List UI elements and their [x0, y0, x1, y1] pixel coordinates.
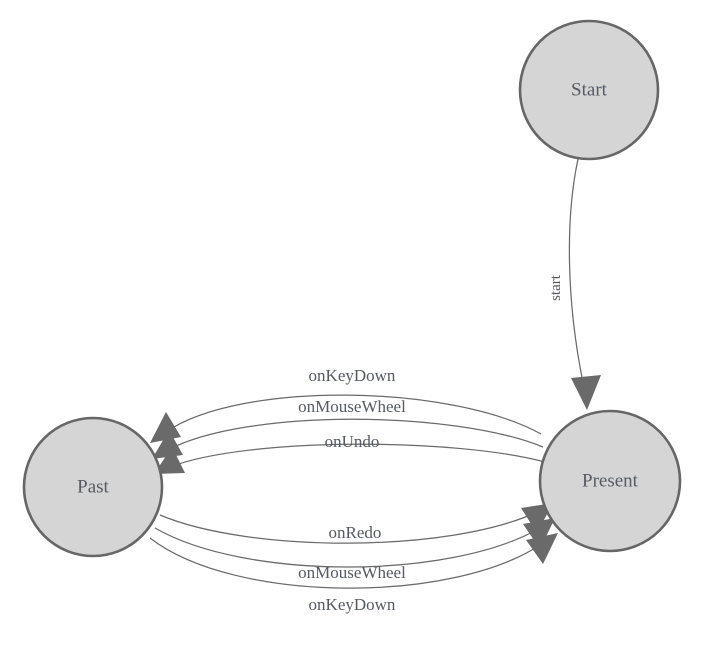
edge-p2p-keydown-path	[165, 394, 542, 435]
node-past-label: Past	[77, 476, 109, 497]
edge-past-to-present-onkeydown[interactable]: onKeyDown	[149, 533, 558, 614]
edge-pa2pr-mousewheel-path	[154, 527, 541, 568]
node-present[interactable]: Present	[538, 409, 682, 553]
edge-past-to-present-onredo[interactable]: onRedo	[159, 503, 553, 544]
edge-start-to-present[interactable]: start	[548, 158, 601, 410]
edge-label-start: start	[548, 274, 564, 301]
edge-present-to-past-onmousewheel[interactable]: onMouseWheel	[152, 397, 544, 459]
edge-label-p2p-undo: onUndo	[325, 432, 380, 451]
edge-label-pa2pr-mousewheel: onMouseWheel	[298, 563, 406, 582]
edge-start-arrowhead	[571, 375, 601, 410]
node-present-circle	[538, 409, 682, 553]
edge-pa2pr-mousewheel-arrowhead	[523, 518, 555, 549]
edge-p2p-undo-arrowhead	[154, 447, 185, 474]
edge-label-pa2pr-redo: onRedo	[329, 523, 382, 542]
edge-pa2pr-keydown-arrowhead	[526, 533, 558, 564]
edge-p2p-mousewheel-arrowhead	[152, 430, 183, 459]
edge-pa2pr-redo-arrowhead	[521, 503, 553, 533]
edge-pa2pr-keydown-path	[149, 537, 544, 589]
edge-present-to-past-onkeydown[interactable]: onKeyDown	[150, 366, 542, 443]
node-start-label: Start	[571, 79, 608, 100]
edge-present-to-past-onundo[interactable]: onUndo	[154, 432, 546, 474]
edge-p2p-keydown-arrowhead	[150, 412, 181, 443]
node-present-label: Present	[582, 470, 639, 491]
node-past[interactable]: Past	[22, 416, 164, 558]
edge-label-p2p-keydown: onKeyDown	[309, 366, 396, 385]
edge-p2p-undo-path	[169, 443, 546, 468]
edge-past-to-present-onmousewheel[interactable]: onMouseWheel	[154, 518, 555, 582]
edge-start-path	[568, 158, 586, 393]
node-start-circle	[518, 19, 660, 161]
edge-pa2pr-redo-path	[159, 511, 538, 544]
edge-p2p-mousewheel-path	[167, 418, 544, 451]
edge-label-p2p-mousewheel: onMouseWheel	[298, 397, 406, 416]
node-start[interactable]: Start	[518, 19, 660, 161]
node-past-circle	[22, 416, 164, 558]
edge-label-pa2pr-keydown: onKeyDown	[309, 595, 396, 614]
